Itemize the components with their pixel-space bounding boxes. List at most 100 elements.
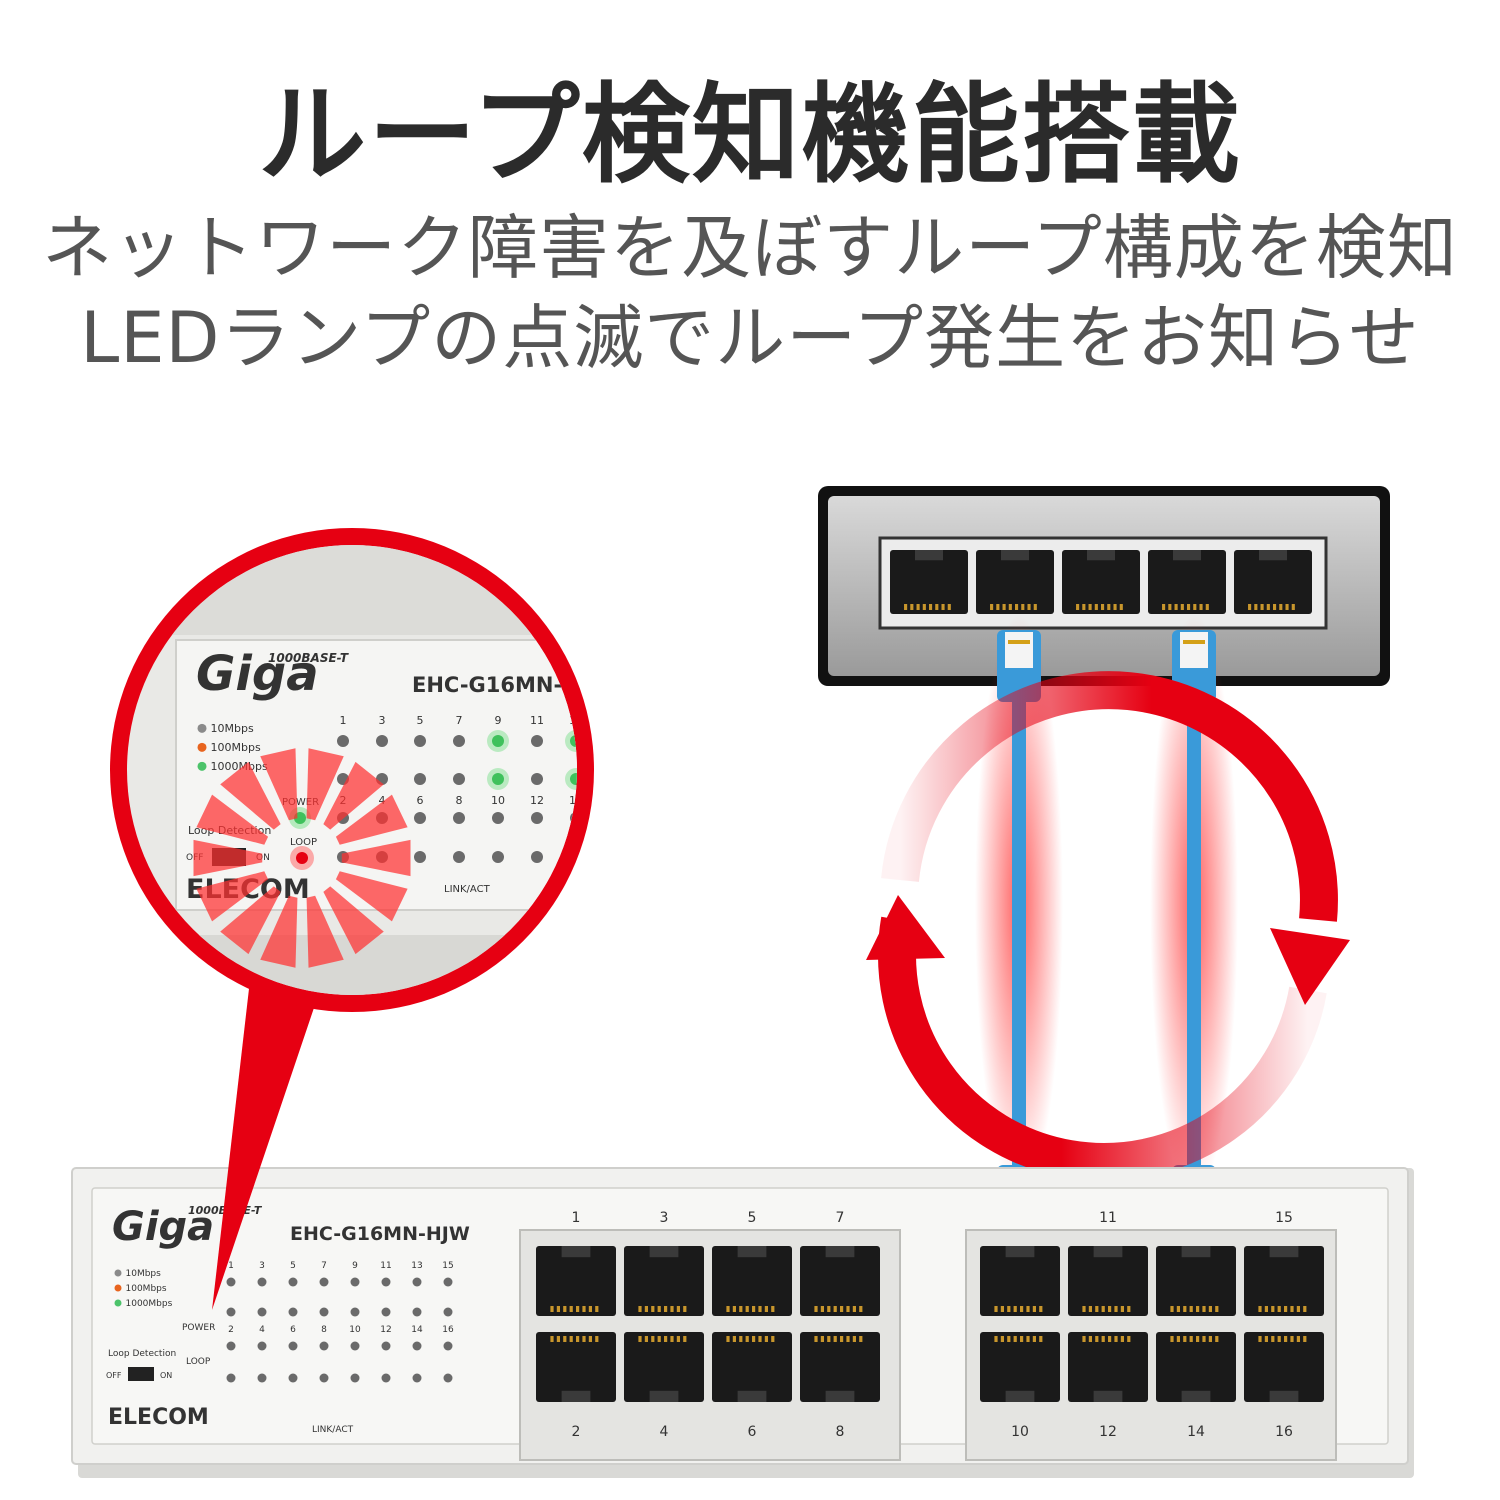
zoom-led	[531, 735, 543, 747]
zoom-switch-on-label: ON	[256, 853, 270, 863]
zoom-led	[453, 735, 465, 747]
status-led	[226, 1373, 236, 1383]
port-2[interactable]	[536, 1332, 616, 1402]
status-led	[319, 1373, 329, 1383]
zoom-led	[453, 773, 465, 785]
port-number-top: 1	[572, 1210, 581, 1226]
zoom-model-label: EHC-G16MN-	[412, 673, 562, 697]
port-number-bottom: 4	[660, 1424, 669, 1440]
led-number-bottom: 16	[442, 1325, 454, 1335]
port-number-bottom: 16	[1275, 1424, 1293, 1440]
loop-led-flash-rays	[193, 748, 411, 968]
loop-arrow-arc-top	[881, 671, 1338, 922]
port-4[interactable]	[624, 1332, 704, 1402]
main-switch: Giga 1000BASE-T EHC-G16MN-HJW 10Mbps100M…	[71, 1167, 1414, 1478]
status-led	[412, 1307, 422, 1317]
zoom-led-number-top: 9	[495, 714, 502, 727]
zoom-led	[531, 851, 543, 863]
status-led	[288, 1307, 298, 1317]
led-number-top: 15	[442, 1261, 453, 1271]
zoom-loop-label: LOOP	[290, 837, 317, 848]
port-5[interactable]	[712, 1246, 792, 1316]
zoom-loop-led	[296, 852, 308, 864]
led-number-top: 1	[228, 1261, 234, 1271]
status-led	[288, 1341, 298, 1351]
zoom-led-number-top: 5	[417, 714, 424, 727]
port-3[interactable]	[624, 1246, 704, 1316]
loop-detection-label: Loop Detection	[108, 1349, 176, 1359]
flash-ray	[196, 871, 269, 922]
flash-ray	[306, 748, 344, 821]
port-10[interactable]	[980, 1332, 1060, 1402]
zoom-led-number-bottom: 8	[456, 794, 463, 807]
small-switch	[818, 486, 1390, 686]
legend-dot	[114, 1299, 122, 1307]
small-port-1[interactable]	[890, 550, 968, 614]
port-9[interactable]	[980, 1246, 1060, 1316]
status-led	[319, 1307, 329, 1317]
status-led	[412, 1373, 422, 1383]
zoom-led	[453, 851, 465, 863]
legend-label: 100Mbps	[126, 1284, 167, 1294]
zoom-legend-label: 10Mbps	[211, 722, 254, 735]
port-number-bottom: 10	[1011, 1424, 1029, 1440]
zoom-led	[376, 735, 388, 747]
small-port-2[interactable]	[976, 550, 1054, 614]
status-led	[288, 1277, 298, 1287]
switch-off-label: OFF	[106, 1371, 122, 1380]
zoom-legend-label: 100Mbps	[211, 741, 261, 754]
small-port-5[interactable]	[1234, 550, 1312, 614]
status-led	[350, 1277, 360, 1287]
status-led	[226, 1307, 236, 1317]
zoom-led-lit	[570, 773, 577, 785]
zoom-led	[414, 812, 426, 824]
zoom-linkact-label: LINK/ACT	[444, 884, 491, 895]
zoom-led-number-bottom: 6	[417, 794, 424, 807]
zoom-led	[453, 812, 465, 824]
loop-arrow-head-left	[866, 895, 945, 960]
port-6[interactable]	[712, 1332, 792, 1402]
port-13[interactable]	[1156, 1246, 1236, 1316]
zoom-pointer	[212, 980, 320, 1310]
zoom-led	[531, 773, 543, 785]
zoom-led-number-bottom: 4	[379, 794, 386, 807]
led-number-bottom: 8	[321, 1325, 327, 1335]
legend-label: 1000Mbps	[126, 1299, 173, 1309]
status-led	[257, 1277, 267, 1287]
port-15[interactable]	[1244, 1246, 1324, 1316]
port-14[interactable]	[1156, 1332, 1236, 1402]
zoom-led-number-bottom: 12	[530, 794, 544, 807]
port-11[interactable]	[1068, 1246, 1148, 1316]
led-number-top: 11	[380, 1261, 391, 1271]
small-port-3[interactable]	[1062, 550, 1140, 614]
legend-dot	[114, 1284, 122, 1292]
status-led	[350, 1307, 360, 1317]
status-led	[319, 1341, 329, 1351]
zoom-legend-dot	[197, 723, 207, 733]
status-led	[443, 1277, 453, 1287]
flash-ray	[335, 794, 408, 845]
status-led	[381, 1307, 391, 1317]
loop-detection-switch[interactable]	[128, 1367, 154, 1381]
port-12[interactable]	[1068, 1332, 1148, 1402]
zoom-led-lit	[492, 735, 504, 747]
zoom-legend-dot	[197, 742, 207, 752]
status-led	[350, 1341, 360, 1351]
loop-arrow-arc-bottom	[878, 916, 1327, 1181]
port-16[interactable]	[1244, 1332, 1324, 1402]
power-label: POWER	[182, 1323, 215, 1333]
flash-ray	[323, 886, 384, 955]
port-7[interactable]	[800, 1246, 880, 1316]
led-number-top: 5	[290, 1261, 296, 1271]
status-led	[350, 1373, 360, 1383]
port-1[interactable]	[536, 1246, 616, 1316]
cable-right	[1187, 700, 1201, 1170]
port-8[interactable]	[800, 1332, 880, 1402]
small-port-4[interactable]	[1148, 550, 1226, 614]
flash-ray	[335, 871, 408, 922]
model-label: EHC-G16MN-HJW	[290, 1223, 470, 1245]
status-led	[412, 1277, 422, 1287]
port-number-bottom: 6	[748, 1424, 757, 1440]
